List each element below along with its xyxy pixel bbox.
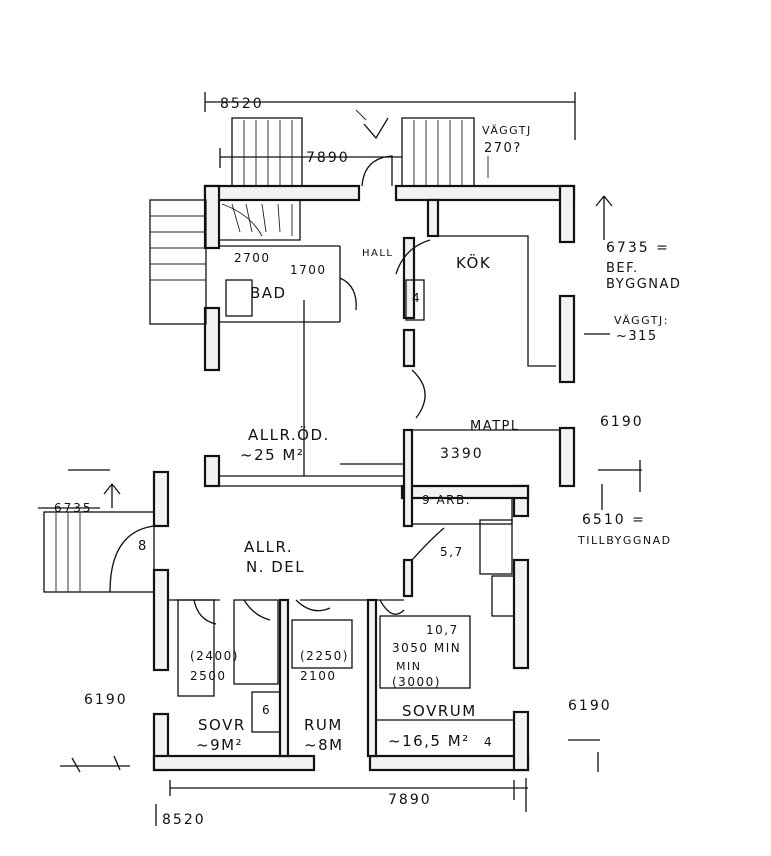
entrance-arrow xyxy=(355,109,389,140)
wall-thickness-top-label: VÄGGTJ xyxy=(482,124,532,137)
left-dimension-lines xyxy=(38,469,130,773)
sovrum-dim-3000: (3000) xyxy=(392,675,441,689)
lower-left-stair xyxy=(43,511,155,593)
bad-dim-2700: 2700 xyxy=(234,251,271,265)
dim-right-6190-upper: 6190 xyxy=(600,414,644,430)
bottom-dimension-lines xyxy=(155,778,528,826)
right-dimension-lines xyxy=(568,195,642,772)
dim-right-6510: 6510 = xyxy=(582,512,646,528)
wc-number: 5,7 xyxy=(440,545,464,559)
sovrum-dim-min: MIN xyxy=(396,660,421,673)
sovr-left-closet-6: 6 xyxy=(262,703,271,717)
sovr-left-dim-2500: 2500 xyxy=(190,669,227,683)
sovr-left-dim-2400: (2400) xyxy=(190,649,239,663)
room-label-matpl: MATPL xyxy=(470,419,520,434)
spiral-stair xyxy=(218,199,301,241)
dim-left-6190: 6190 xyxy=(84,692,128,708)
fixtures xyxy=(177,279,515,733)
room-area-rum: ~8M xyxy=(304,736,344,754)
top-left-steps xyxy=(231,117,303,187)
door-swings xyxy=(193,155,445,625)
dim-right-6735: 6735 = xyxy=(606,240,670,256)
stair-number-8: 8 xyxy=(138,539,148,554)
kitchen-counter xyxy=(395,235,556,367)
dim-right-6735-note-bef: BEF. xyxy=(606,261,639,276)
sovrum-number: 10,7 xyxy=(426,623,459,637)
top-dimension-lines xyxy=(204,92,576,168)
room-label-rum: RUM xyxy=(304,716,343,734)
room-label-hall: HALL xyxy=(362,248,394,259)
dim-bottom-7890: 7890 xyxy=(388,792,432,808)
dim-left-6735: 6735 xyxy=(54,501,93,515)
room-label-sovrum: SOVRUM xyxy=(402,702,477,720)
room-label-sovr-left: SOVR xyxy=(198,716,246,734)
interior-walls xyxy=(168,236,560,758)
room-label-allr-n: ALLR. xyxy=(244,538,293,556)
room-area-sovrum: ~16,5 M² xyxy=(388,732,470,750)
rum-dim-2100: 2100 xyxy=(300,669,337,683)
dim-right-6190-lower: 6190 xyxy=(568,698,612,714)
dim-bottom-8520: 8520 xyxy=(162,812,206,828)
dim-right-6735-note-byggnad: BYGGNAD xyxy=(606,277,681,292)
wall-thickness-side-value: ~315 xyxy=(616,329,658,344)
room-label-kok: KÖK xyxy=(456,253,491,272)
dim-right-6510-note: TILLBYGGNAD xyxy=(577,534,672,547)
dim-top-8520: 8520 xyxy=(220,96,264,112)
wall-thickness-top-value: 270? xyxy=(484,141,522,156)
room-label-arb: 9 ARB. xyxy=(422,493,471,507)
room-area-allr-od: ~25 M² xyxy=(240,446,304,464)
closet-number-4: 4 xyxy=(412,291,421,305)
rum-dim-2250: (2250) xyxy=(300,649,349,663)
sovrum-dim-3050: 3050 MIN xyxy=(392,641,461,655)
bad-dim-1700: 1700 xyxy=(290,263,327,277)
room-label-allr-od: ALLR.ÖD. xyxy=(248,425,330,444)
room-area-sovr-left: ~9M² xyxy=(196,736,243,754)
sovrum-closet-4: 4 xyxy=(484,735,493,749)
top-right-steps xyxy=(401,117,475,187)
matpl-dim-3390: 3390 xyxy=(440,446,484,462)
dim-top-7890: 7890 xyxy=(306,150,350,166)
exterior-walls xyxy=(152,184,576,772)
left-exterior-stair xyxy=(149,199,207,325)
room-label-bad: BAD xyxy=(250,284,287,302)
wall-thickness-side-label: VÄGGTJ: xyxy=(614,314,669,327)
room-label-n-del: N. DEL xyxy=(246,558,305,576)
